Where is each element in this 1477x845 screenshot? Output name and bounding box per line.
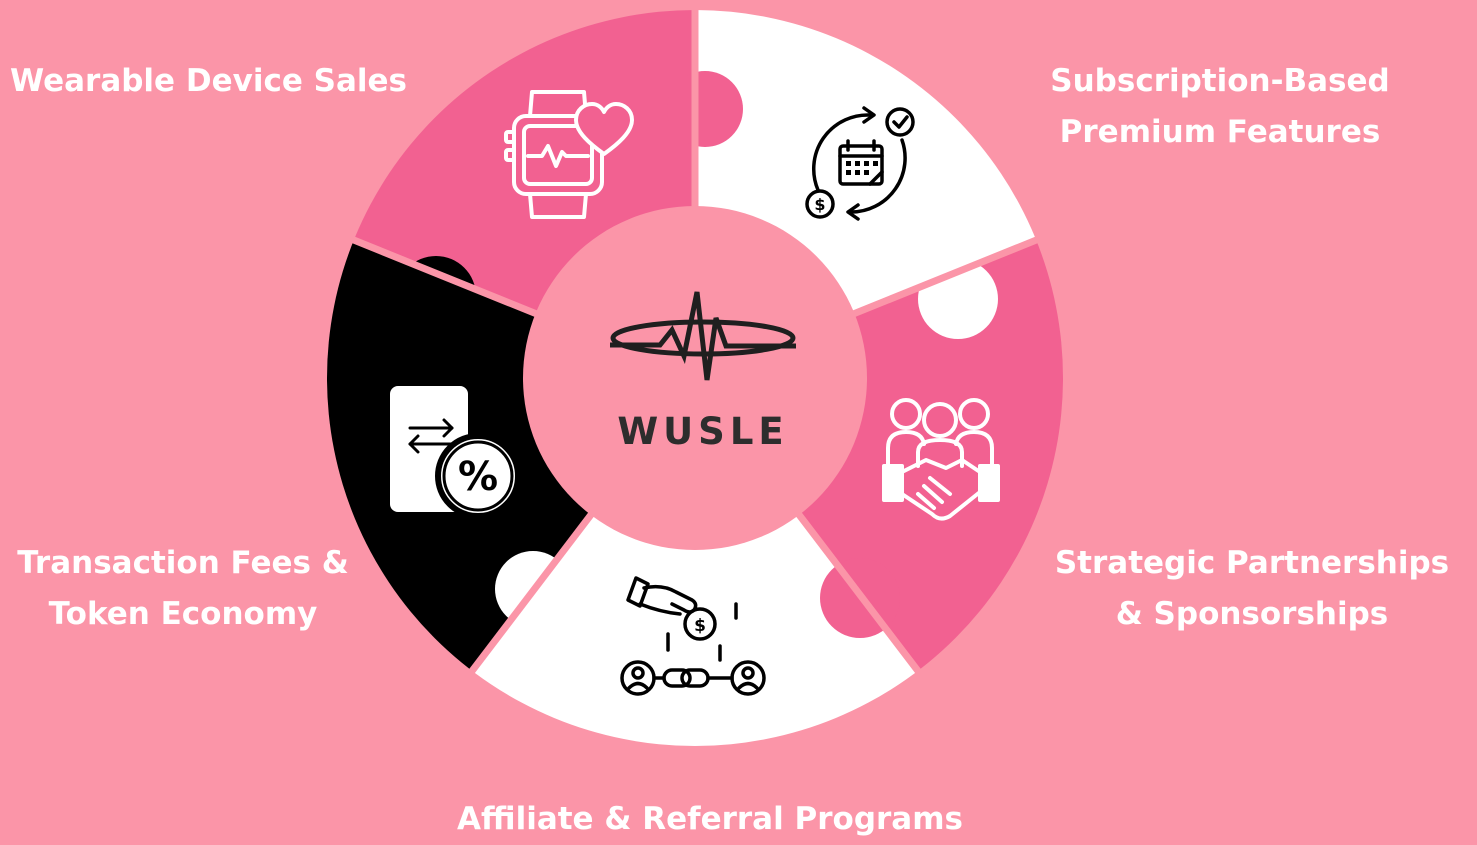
svg-text:$: $ <box>814 195 825 214</box>
brand-name: WUSLE <box>617 410 788 453</box>
handshake-team-icon <box>882 398 1000 521</box>
segment-affiliate <box>453 378 937 778</box>
label-transaction-fees: Transaction Fees & Token Economy <box>0 538 366 640</box>
label-strategic-partnerships: Strategic Partnerships & Sponsorships <box>1030 538 1474 640</box>
label-subscription-premium: Subscription-Based Premium Features <box>1010 56 1430 158</box>
label-line: Transaction Fees & <box>17 545 349 581</box>
label-line: Affiliate & Referral Programs <box>457 801 963 837</box>
referral-chain-money-icon: $ <box>620 576 766 696</box>
center-disc <box>527 210 863 546</box>
label-line: & Sponsorships <box>1115 596 1389 632</box>
recurring-payment-calendar-icon: $ <box>805 106 915 221</box>
label-line: Premium Features <box>1059 114 1381 150</box>
knob-wearable <box>667 71 743 147</box>
heartbeat-orbit-logo-icon <box>610 291 796 381</box>
label-affiliate-referral: Affiliate & Referral Programs <box>360 794 1060 845</box>
label-line: Strategic Partnerships <box>1054 545 1450 581</box>
svg-text:$: $ <box>694 616 706 636</box>
label-line: Subscription-Based <box>1050 63 1390 99</box>
svg-text:%: % <box>458 454 498 500</box>
phone-transfer-percent-icon: % <box>390 386 521 519</box>
knob-transaction <box>396 256 476 336</box>
label-line: Wearable Device Sales <box>10 63 408 99</box>
label-line: Token Economy <box>48 596 318 632</box>
smartwatch-heart-icon <box>504 90 634 219</box>
label-wearable-device-sales: Wearable Device Sales <box>10 56 407 107</box>
